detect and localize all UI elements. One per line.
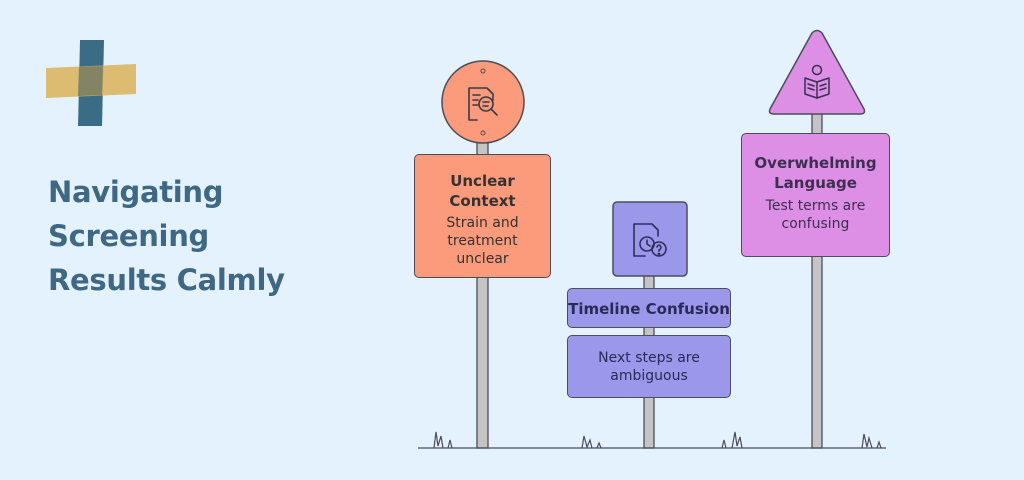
- document-clock-question-icon: [633, 223, 667, 257]
- title-line-3: Results Calmly: [48, 263, 285, 297]
- description-line: Test terms are: [765, 198, 866, 214]
- document-search-icon: [468, 87, 498, 121]
- sign-unclear-context: Unclear Context Strain and treatment unc…: [414, 154, 551, 278]
- sign-heading: Overwhelming Language: [742, 153, 889, 193]
- page-title: Navigating Screening Results Calmly: [48, 170, 348, 302]
- sign-overwhelming-language: Overwhelming Language Test terms are con…: [741, 133, 890, 257]
- description-line: ambiguous: [610, 368, 688, 384]
- heading-line: Overwhelming: [754, 154, 877, 172]
- heading-line: Unclear: [450, 172, 515, 190]
- sign-description: Test terms are confusing: [742, 197, 889, 233]
- title-line-2: Screening: [48, 219, 210, 253]
- description-line: treatment: [447, 233, 518, 249]
- reading-person-icon: [804, 64, 830, 99]
- triangle-sign: [768, 29, 866, 115]
- description-line: confusing: [781, 216, 850, 232]
- description-line: Next steps are: [598, 350, 700, 366]
- timeline-icon-panel: [612, 201, 688, 277]
- sign-description: Strain and treatment unclear: [415, 214, 550, 268]
- sign-heading: Timeline Confusion: [568, 300, 730, 318]
- sign-timeline-confusion: Timeline Confusion: [567, 288, 731, 328]
- heading-line: Language: [774, 174, 857, 192]
- medical-cross-logo: [46, 40, 136, 126]
- heading-line: Context: [449, 192, 516, 210]
- sign-heading: Unclear Context: [415, 171, 550, 211]
- description-line: unclear: [456, 251, 509, 267]
- description-line: Strain and: [446, 215, 519, 231]
- title-line-1: Navigating: [48, 175, 224, 209]
- grass-tufts: [433, 431, 882, 449]
- sign-timeline-description: Next steps are ambiguous: [567, 335, 731, 398]
